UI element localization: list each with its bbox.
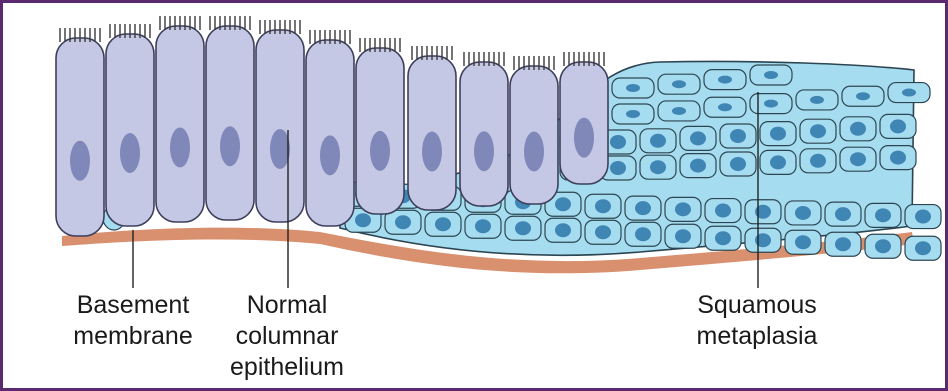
squamous-label-line-1: Squamous	[672, 290, 842, 321]
normal-columnar-epithelium-label: Normal columnar epithelium	[212, 290, 362, 383]
squamous-nucleus-44	[875, 208, 891, 222]
basement-membrane-label: Basement membrane	[58, 290, 208, 352]
squamous-nucleus-50	[515, 221, 531, 235]
squamous-nucleus-53	[635, 227, 651, 241]
squamous-nucleus-23	[610, 161, 626, 175]
columnar-nucleus-0	[70, 141, 90, 181]
columnar-nucleus-7	[422, 131, 442, 171]
squamous-nucleus-5	[672, 107, 686, 115]
basement-label-line-2: membrane	[58, 321, 208, 352]
squamous-nucleus-14	[650, 134, 666, 148]
squamous-nucleus-24	[650, 160, 666, 174]
columnar-nucleus-5	[320, 135, 340, 175]
squamous-nucleus-26	[730, 157, 746, 171]
squamous-nucleus-42	[795, 206, 811, 220]
normal-label-line-1: Normal	[212, 290, 362, 321]
squamous-nucleus-55	[715, 231, 731, 245]
squamous-nucleus-1	[672, 80, 686, 88]
columnar-nucleus-6	[370, 131, 390, 171]
squamous-nucleus-27	[770, 155, 786, 169]
squamous-nucleus-36	[555, 197, 571, 211]
squamous-nucleus-15	[690, 131, 706, 145]
columnar-nucleus-1	[120, 133, 140, 173]
squamous-nucleus-10	[902, 89, 916, 97]
squamous-nucleus-40	[715, 204, 731, 218]
columnar-nucleus-10	[574, 118, 594, 158]
squamous-nucleus-51	[555, 223, 571, 237]
squamous-nucleus-48	[435, 217, 451, 231]
squamous-nucleus-54	[675, 229, 691, 243]
squamous-metaplasia-label: Squamous metaplasia	[672, 290, 842, 352]
normal-label-line-3: epithelium	[212, 352, 362, 383]
squamous-nucleus-52	[595, 225, 611, 239]
columnar-cell-1	[106, 34, 154, 226]
squamous-nucleus-57	[795, 235, 811, 249]
squamous-nucleus-3	[764, 71, 778, 79]
columnar-cell-0	[56, 38, 104, 236]
squamous-nucleus-7	[764, 100, 778, 108]
squamous-nucleus-4	[626, 110, 640, 118]
squamous-nucleus-16	[730, 129, 746, 143]
squamous-nucleus-29	[850, 152, 866, 166]
squamous-nucleus-20	[890, 119, 906, 133]
squamous-nucleus-39	[675, 202, 691, 216]
columnar-nucleus-4	[270, 129, 290, 169]
columnar-cell-4	[256, 30, 304, 222]
columnar-cell-3	[206, 26, 254, 220]
squamous-label-line-2: metaplasia	[672, 321, 842, 352]
squamous-nucleus-19	[850, 122, 866, 136]
normal-label-line-2: columnar	[212, 321, 362, 352]
squamous-nucleus-13	[610, 135, 626, 149]
squamous-nucleus-43	[835, 207, 851, 221]
squamous-nucleus-38	[635, 201, 651, 215]
squamous-nucleus-17	[770, 127, 786, 141]
columnar-nucleus-3	[220, 126, 240, 166]
squamous-nucleus-28	[810, 154, 826, 168]
squamous-nucleus-30	[890, 151, 906, 165]
squamous-nucleus-9	[856, 92, 870, 100]
squamous-nucleus-25	[690, 159, 706, 173]
squamous-nucleus-46	[355, 213, 371, 227]
basement-label-line-1: Basement	[58, 290, 208, 321]
squamous-nucleus-18	[810, 124, 826, 138]
squamous-nucleus-6	[718, 103, 732, 111]
columnar-nucleus-8	[474, 131, 494, 171]
squamous-nucleus-2	[718, 76, 732, 84]
columnar-nucleus-9	[524, 132, 544, 172]
squamous-nucleus-0	[626, 84, 640, 92]
columnar-cell-5	[306, 40, 354, 226]
squamous-nucleus-58	[835, 237, 851, 251]
columnar-cell-2	[156, 26, 204, 222]
columnar-cell-layer	[56, 16, 608, 236]
squamous-nucleus-37	[595, 199, 611, 213]
squamous-nucleus-49	[475, 219, 491, 233]
squamous-nucleus-45	[915, 210, 931, 224]
squamous-nucleus-59	[875, 239, 891, 253]
columnar-nucleus-2	[170, 128, 190, 168]
squamous-nucleus-47	[395, 215, 411, 229]
squamous-nucleus-8	[810, 96, 824, 104]
squamous-nucleus-60	[915, 241, 931, 255]
